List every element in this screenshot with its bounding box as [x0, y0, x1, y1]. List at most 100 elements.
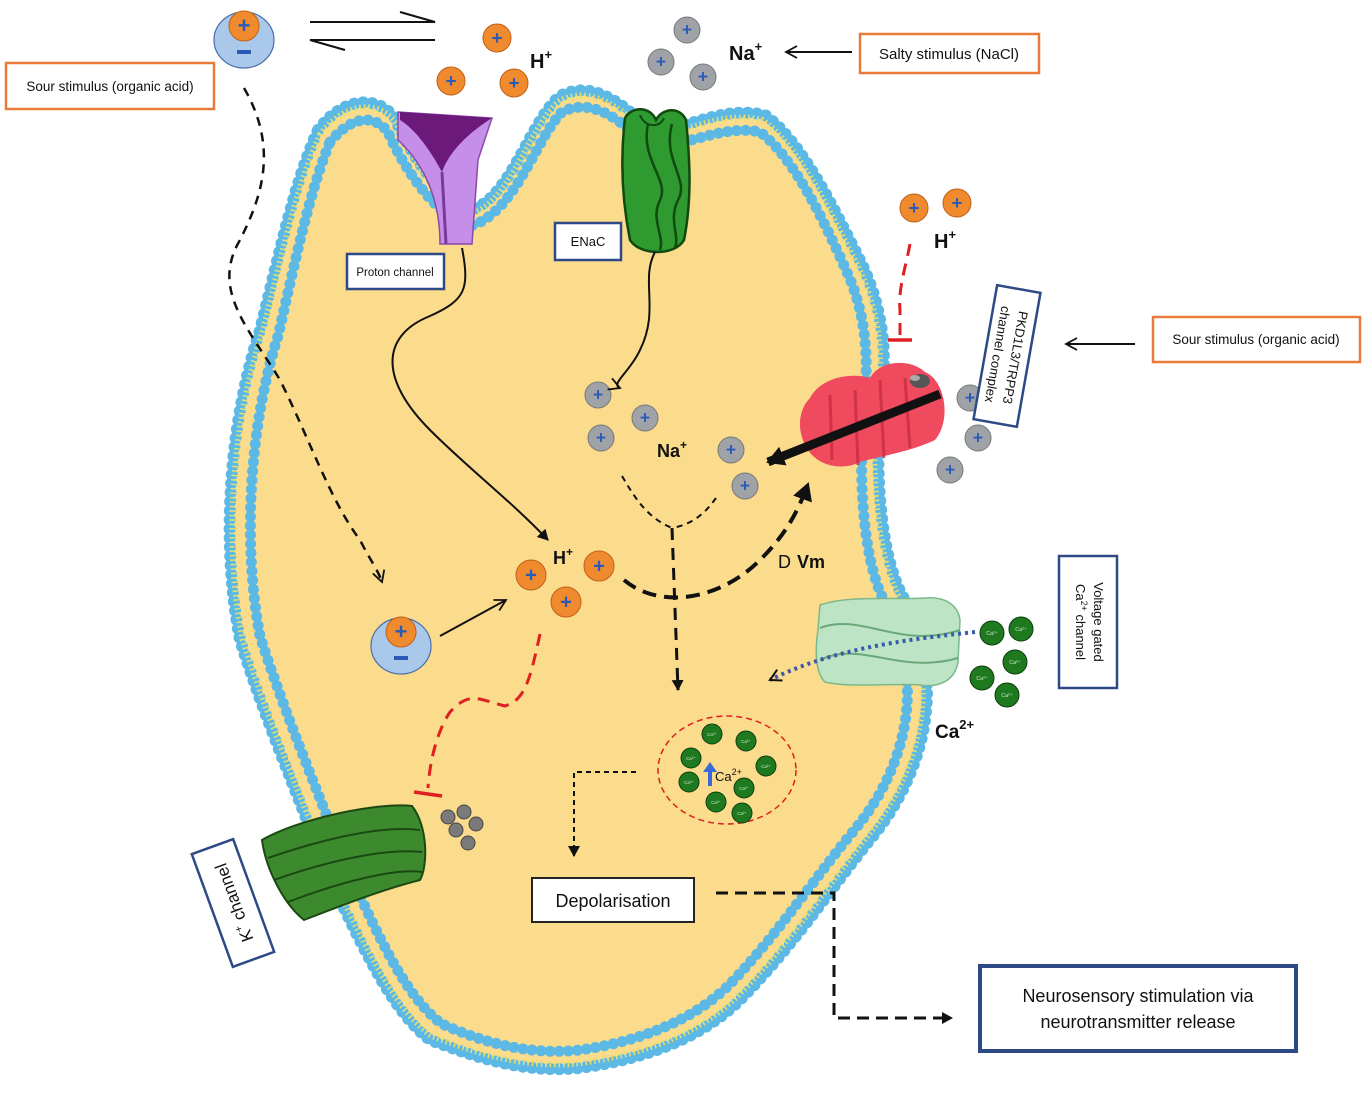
- proton-label-inside: H+: [553, 545, 573, 568]
- calcium-ion: Ca²⁺: [705, 791, 727, 813]
- proton-ion: +: [942, 188, 972, 218]
- sodium-ion: +: [584, 381, 612, 409]
- calcium-ion: Ca²⁺: [969, 665, 995, 691]
- sodium-ion: +: [936, 456, 964, 484]
- pkd-influx-arrow: [766, 389, 942, 467]
- pkd1l3-trpp3-channel-icon: [799, 362, 945, 467]
- calcium-pool: Ca²⁺ Ca²⁺ Ca²⁺ Ca²⁺ Ca²⁺ Ca²⁺ Ca²⁺ Ca²⁺ Ca2+: [657, 715, 797, 825]
- calcium-ion: Ca²⁺: [994, 682, 1020, 708]
- k-channel-label-box: K+ channel: [190, 837, 276, 969]
- svg-text:+: +: [238, 13, 251, 38]
- sodium-ion: +: [731, 472, 759, 500]
- svg-text:+: +: [682, 19, 692, 39]
- svg-text:+: +: [445, 71, 456, 92]
- calcium-ion: Ca²⁺: [680, 747, 702, 769]
- svg-text:Ca²⁺: Ca²⁺: [707, 732, 717, 737]
- sodium-entry-arrow: [607, 251, 656, 391]
- svg-text:Depolarisation: Depolarisation: [555, 891, 670, 911]
- sodium-ion: +: [647, 48, 675, 76]
- svg-text:Ca²⁺: Ca²⁺: [711, 800, 721, 805]
- proton-ion: +: [899, 193, 929, 223]
- calcium-increase-arrow-icon: [703, 762, 717, 786]
- svg-text:Voltage gated: Voltage gated: [1091, 582, 1106, 662]
- proton-ion: +: [436, 66, 466, 96]
- svg-text:+: +: [508, 73, 519, 94]
- sodium-label-inside: Na+: [657, 438, 687, 461]
- svg-text:Ca²⁺: Ca²⁺: [739, 786, 749, 791]
- svg-text:Ca²⁺: Ca²⁺: [741, 739, 751, 744]
- svg-text:+: +: [740, 475, 750, 495]
- proton-inhibits-pkd-line: [898, 243, 912, 338]
- svg-text:Sour stimulus (organic acid): Sour stimulus (organic acid): [26, 79, 193, 94]
- proton-entry-arrow: [391, 247, 549, 541]
- sodium-ion: +: [587, 424, 615, 452]
- proton-label-right: H+: [934, 227, 956, 253]
- calcium-pool-label: Ca2+: [715, 767, 742, 784]
- svg-text:Ca²⁺: Ca²⁺: [976, 676, 988, 682]
- calcium-ion: Ca²⁺: [735, 730, 757, 752]
- svg-text:+: +: [593, 555, 605, 577]
- equilibrium-reverse-arrow: [309, 39, 435, 51]
- sour-stimulus-left-box: Sour stimulus (organic acid): [4, 61, 216, 111]
- calcium-ion: Ca²⁺: [678, 771, 700, 793]
- svg-text:Ca²⁺: Ca²⁺: [1015, 627, 1027, 633]
- svg-text:Ca²⁺: Ca²⁺: [986, 631, 998, 637]
- pkd-label-box: PKD1L3/TRPP3 channel complex: [972, 283, 1042, 429]
- svg-text:+: +: [945, 459, 955, 479]
- svg-text:+: +: [908, 198, 919, 219]
- svg-text:ENaC: ENaC: [571, 234, 606, 249]
- calcium-ion: Ca²⁺: [755, 755, 777, 777]
- proton-ion: +: [499, 68, 529, 98]
- proton-ion: +: [482, 23, 512, 53]
- calcium-ion: Ca²⁺: [731, 802, 753, 824]
- svg-text:+: +: [593, 384, 603, 404]
- svg-text:+: +: [698, 66, 708, 86]
- equilibrium-forward-arrow: [310, 11, 436, 23]
- svg-text:Ca²⁺: Ca²⁺: [1009, 660, 1021, 666]
- svg-text:Sour stimulus (organic acid): Sour stimulus (organic acid): [1172, 332, 1339, 347]
- organic-acid-molecule-outside: +: [213, 10, 275, 69]
- svg-text:+: +: [656, 51, 666, 71]
- calcium-label-outside: Ca2+: [935, 717, 975, 743]
- salty-stimulus-box: Salty stimulus (NaCl): [858, 32, 1041, 75]
- calcium-to-depolarisation-arrow: [568, 771, 636, 857]
- calcium-ion: Ca²⁺: [1008, 616, 1034, 642]
- proton-ion: +: [583, 550, 615, 582]
- svg-text:Neurosensory stimulation via: Neurosensory stimulation via: [1022, 986, 1254, 1006]
- svg-text:+: +: [965, 387, 975, 407]
- svg-text:+: +: [491, 28, 502, 49]
- svg-text:Ca²⁺: Ca²⁺: [737, 811, 747, 816]
- proton-channel-label-box: Proton channel: [345, 252, 446, 291]
- enac-label-box: ENaC: [553, 221, 623, 262]
- proton-label-top: H+: [530, 47, 552, 73]
- proton-inhibits-k-line: [426, 633, 542, 789]
- proton-ion: +: [550, 586, 582, 618]
- dissociation-arrow: [439, 599, 508, 637]
- sodium-ion: +: [631, 404, 659, 432]
- k-channel-icon: [260, 804, 427, 922]
- sour-stimulus-right-box: Sour stimulus (organic acid): [1151, 315, 1362, 364]
- sodium-ion: +: [717, 436, 745, 464]
- calcium-ion: Ca²⁺: [1002, 649, 1028, 675]
- flow-arrows: [228, 11, 1135, 1024]
- svg-text:Proton channel: Proton channel: [356, 267, 433, 279]
- svg-text:Ca²⁺: Ca²⁺: [761, 764, 771, 769]
- svg-text:Ca²⁺: Ca²⁺: [684, 780, 694, 785]
- svg-text:+: +: [973, 427, 983, 447]
- depolarisation-to-release-arrow: [716, 891, 953, 1024]
- svg-text:Salty stimulus (NaCl): Salty stimulus (NaCl): [879, 46, 1019, 63]
- svg-text:+: +: [560, 591, 572, 613]
- k-channel-blocker-cluster: [440, 804, 484, 851]
- svg-text:+: +: [640, 407, 650, 427]
- svg-text:+: +: [951, 193, 962, 214]
- voltage-gated-ca-channel-icon: [815, 597, 961, 687]
- sodium-ion: +: [673, 16, 701, 44]
- svg-text:+: +: [525, 564, 537, 586]
- svg-text:Ca2+ channel: Ca2+ channel: [1073, 584, 1089, 660]
- sodium-label-top: Na+: [729, 39, 763, 65]
- sodium-ion: +: [964, 424, 992, 452]
- sodium-convergence-right: [671, 497, 717, 529]
- cell-membrane-tails: [229, 92, 926, 1068]
- ions-layer: +++++++++++++++++++++Ca²⁺Ca²⁺Ca²⁺Ca²⁺Ca²…: [213, 10, 1034, 708]
